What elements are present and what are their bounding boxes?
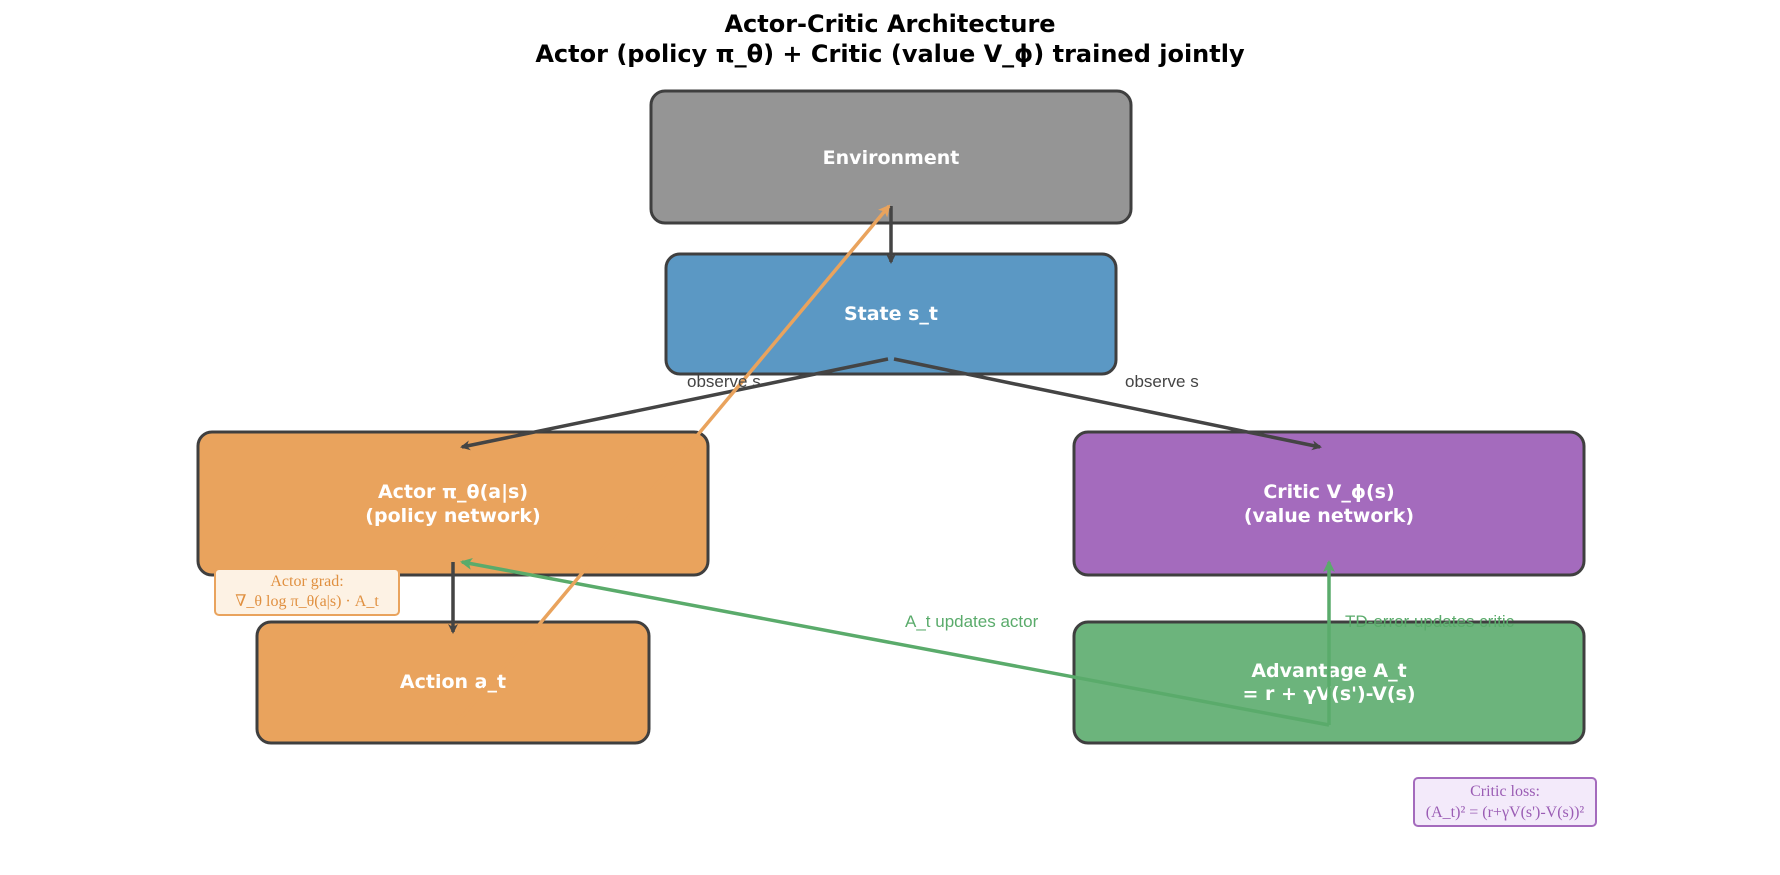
edge-label-observe-left: observe s — [687, 372, 761, 391]
edge-label-critic-update: TD-error updates critic — [1345, 612, 1515, 631]
node-state: State s_t — [664, 252, 1118, 376]
note-actor-grad-formula: ∇_θ log π_θ(a|s) · A_t — [235, 593, 379, 610]
node-environment-label: Environment — [823, 147, 960, 169]
node-actor-sublabel: (policy network) — [365, 505, 540, 527]
node-critic-label: Critic V_ϕ(s) — [1263, 481, 1394, 503]
edge-label-observe-right: observe s — [1125, 372, 1199, 391]
node-action-label: Action a_t — [400, 671, 506, 693]
note-critic-loss-formula: (A_t)² = (r+γV(s')-V(s))² — [1426, 804, 1585, 821]
diagram-subtitle: Actor (policy π_θ) + Critic (value V_ϕ) … — [535, 40, 1245, 68]
edge-advantage-to-actor — [460, 557, 1330, 727]
edge-label-actor-update: A_t updates actor — [905, 612, 1039, 631]
note-actor-grad: Actor grad: ∇_θ log π_θ(a|s) · A_t — [214, 568, 400, 616]
node-actor: Actor π_θ(a|s) (policy network) — [196, 430, 710, 577]
note-actor-grad-title: Actor grad: — [270, 573, 343, 590]
note-critic-loss-title: Critic loss: — [1470, 783, 1540, 800]
diagram-title: Actor-Critic Architecture — [724, 10, 1055, 38]
edge-state-to-critic — [893, 357, 1322, 451]
node-actor-label: Actor π_θ(a|s) — [378, 481, 528, 503]
note-critic-loss: Critic loss: (A_t)² = (r+γV(s')-V(s))² — [1413, 777, 1597, 827]
node-critic-sublabel: (value network) — [1244, 505, 1414, 527]
edge-action-to-environment — [454, 204, 891, 726]
node-state-label: State s_t — [844, 303, 938, 325]
node-environment: Environment — [649, 89, 1133, 225]
node-critic: Critic V_ϕ(s) (value network) — [1072, 430, 1586, 577]
node-action: Action a_t — [255, 620, 651, 745]
edge-state-to-actor — [460, 357, 889, 451]
